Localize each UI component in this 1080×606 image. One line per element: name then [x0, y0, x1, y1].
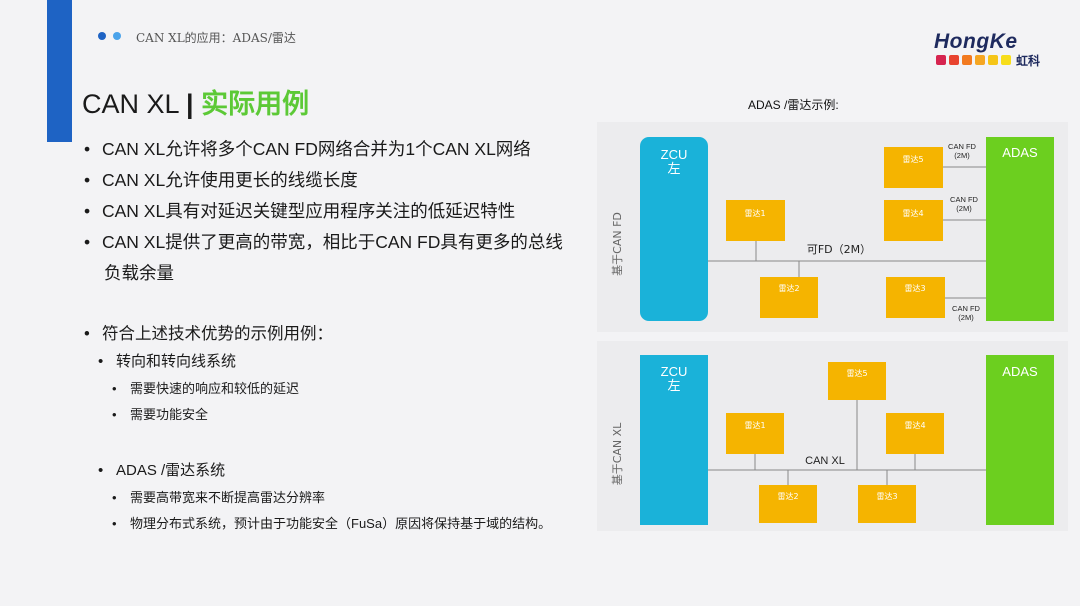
logo-square	[988, 55, 998, 65]
radar-4	[886, 413, 944, 454]
radar-label: 雷达2	[778, 283, 799, 293]
title-accent: 实际用例	[201, 89, 310, 119]
adas-block	[986, 355, 1054, 525]
bullet-item: •符合上述技术优势的示例用例：	[84, 325, 333, 343]
sub-bullet-item: •ADAS /雷达系统	[98, 462, 226, 479]
radar-1	[726, 413, 784, 454]
radar-4	[884, 200, 943, 241]
radar-5	[884, 147, 943, 188]
sub-sub-bullet-item: •需要快速的响应和较低的延迟	[112, 381, 300, 396]
sub-sub-bullet-item: •需要高带宽来不断提高雷达分辨率	[112, 490, 326, 505]
accent-bar	[47, 0, 72, 142]
bullet-item-continued: 负载余量	[104, 263, 174, 283]
zcu-block	[640, 137, 708, 321]
radar-3	[886, 277, 945, 318]
canfd-label: CAN FD	[950, 195, 979, 204]
radar-1	[726, 200, 785, 241]
zcu-label: ZCU	[661, 147, 688, 162]
canfd-label: (2M)	[958, 313, 974, 322]
zcu-label: ZCU	[661, 364, 688, 379]
title-separator: |	[186, 89, 194, 119]
dot-icon	[98, 32, 106, 40]
diagram-title: ADAS /雷达示例:	[748, 98, 839, 112]
canfd-label: (2M)	[954, 151, 970, 160]
bus-lines	[708, 166, 986, 299]
logo-square	[936, 55, 946, 65]
zcu-label-2: 左	[667, 161, 680, 176]
diagram-canxl-panel: ZCU 左 ADAS 雷达1 雷达2 雷达3 雷达4 雷达5 CAN XL 基于…	[597, 341, 1068, 531]
logo-square	[1001, 55, 1011, 65]
title-main: CAN XL	[82, 89, 179, 119]
sub-sub-bullet-item: •物理分布式系统，预计由于功能安全（FuSa）原因将保持基于域的结构。	[112, 516, 552, 531]
dot-icon	[113, 32, 121, 40]
logo-square	[949, 55, 959, 65]
sub-sub-bullet-item: •需要功能安全	[112, 407, 209, 422]
diagram-canxl: ZCU 左 ADAS 雷达1 雷达2 雷达3 雷达4 雷达5 CAN XL 基于…	[611, 355, 1054, 525]
bullet-item: •CAN XL允许将多个CAN FD网络合并为1个CAN XL网络	[84, 139, 531, 159]
radar-label: 雷达5	[902, 154, 923, 164]
radar-2	[759, 485, 817, 523]
bus-label: CAN XL	[805, 455, 845, 467]
bullet-item: •CAN XL具有对延迟关键型应用程序关注的低延迟特性	[84, 201, 516, 221]
page-title: CAN XL | 实际用例	[82, 82, 309, 121]
radar-5	[828, 362, 886, 400]
bullet-item: •CAN XL提供了更高的带宽，相比于CAN FD具有更多的总线	[84, 232, 563, 252]
adas-label: ADAS	[1002, 364, 1038, 379]
sub-bullet-item: •转向和转向线系统	[98, 353, 237, 370]
radar-2	[760, 277, 818, 318]
canfd-label: (2M)	[956, 204, 972, 213]
radar-label: 雷达3	[876, 491, 897, 501]
bullet-item: •CAN XL允许使用更长的线缆长度	[84, 170, 358, 190]
bus-label: 可FD（2M）	[807, 243, 871, 256]
radar-label: 雷达4	[902, 208, 923, 218]
diagram-canfd-panel: ZCU 左 ADAS 雷达1 雷达2 雷达3 雷达4 雷达5 可FD（2M） C…	[597, 122, 1068, 332]
logo-chinese: 虹科	[1016, 54, 1041, 68]
logo-square	[962, 55, 972, 65]
radar-label: 雷达3	[904, 283, 925, 293]
canfd-label: CAN FD	[952, 304, 981, 313]
radar-label: 雷达1	[744, 208, 765, 218]
zcu-label-2: 左	[667, 378, 680, 393]
side-label: 基于CAN FD	[611, 212, 624, 276]
bus-lines	[708, 400, 986, 485]
radar-label: 雷达4	[904, 420, 925, 430]
hongke-logo: HongKe 虹科	[934, 30, 1044, 70]
adas-label: ADAS	[1002, 145, 1038, 160]
zcu-block	[640, 355, 708, 525]
logo-wordmark: HongKe	[934, 30, 1018, 53]
radar-label: 雷达1	[744, 420, 765, 430]
canfd-label: CAN FD	[948, 142, 977, 151]
breadcrumb: CAN XL的应用：ADAS/雷达	[136, 31, 296, 45]
radar-3	[858, 485, 916, 523]
radar-label: 雷达2	[777, 491, 798, 501]
logo-square	[975, 55, 985, 65]
radar-label: 雷达5	[846, 368, 867, 378]
adas-block	[986, 137, 1054, 321]
diagram-canfd: ZCU 左 ADAS 雷达1 雷达2 雷达3 雷达4 雷达5 可FD（2M） C…	[611, 137, 1054, 322]
side-label: 基于CAN XL	[611, 422, 624, 485]
